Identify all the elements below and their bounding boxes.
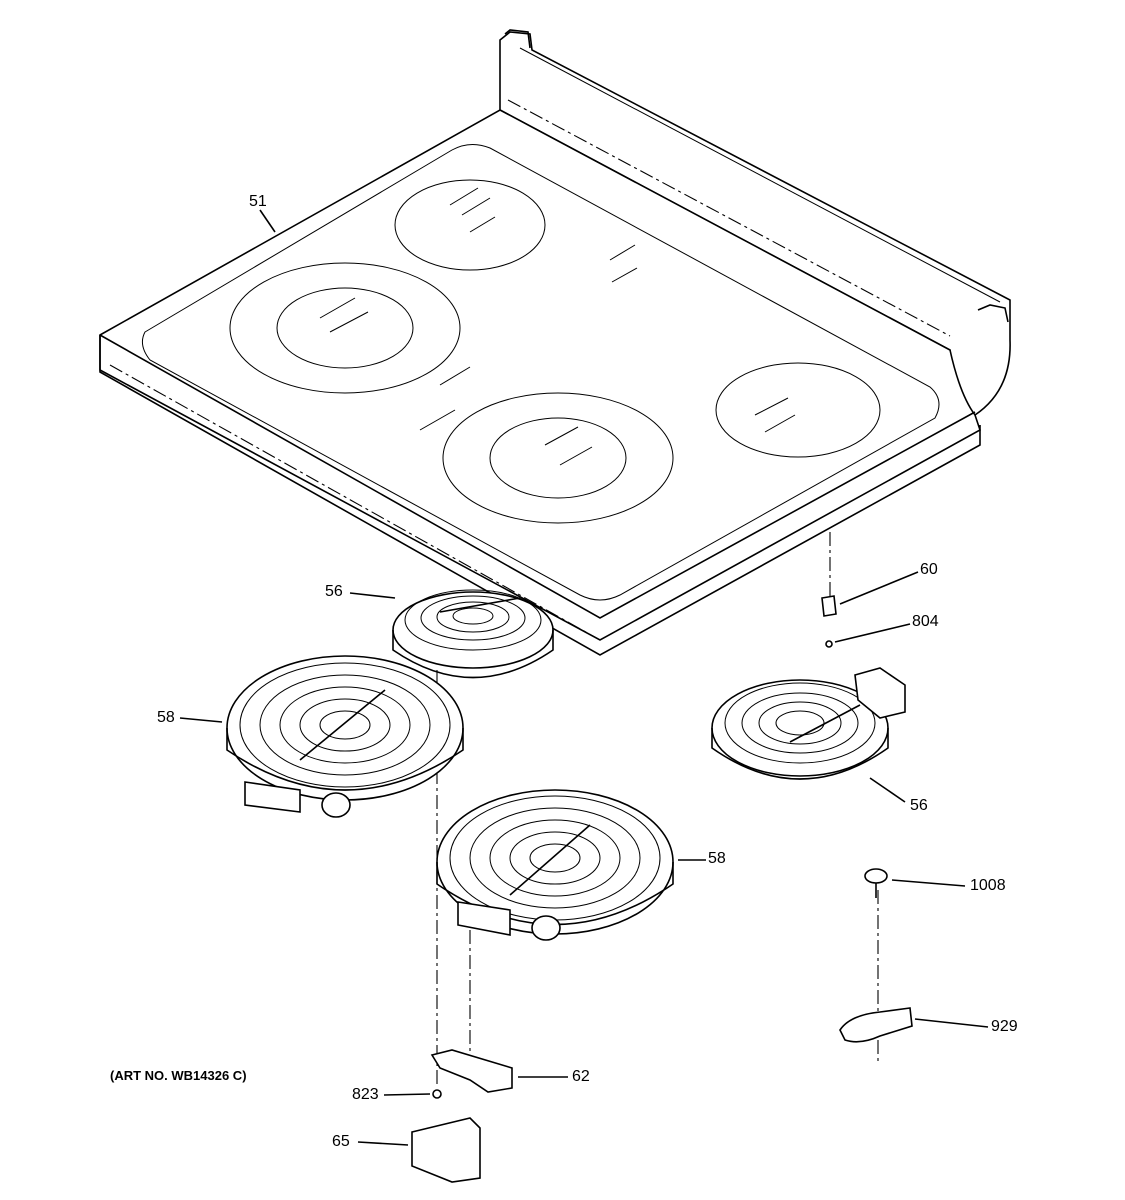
callout-56-right: 56 <box>910 797 928 814</box>
radiant-element-56-top <box>392 589 554 679</box>
art-number-label: (ART NO. WB14326 C) <box>110 1068 247 1083</box>
callout-58-left: 58 <box>157 709 175 726</box>
callout-929: 929 <box>991 1018 1018 1035</box>
callout-62: 62 <box>572 1068 590 1085</box>
radiant-element-56-right <box>711 667 906 780</box>
radiant-element-58-left <box>226 655 464 818</box>
glass-cooktop <box>99 29 1011 656</box>
callout-58-center: 58 <box>708 850 726 867</box>
callout-51: 51 <box>249 193 267 210</box>
callout-56-top: 56 <box>325 583 343 600</box>
small-parts <box>411 595 913 1183</box>
radiant-element-58-center <box>436 789 674 941</box>
callout-804: 804 <box>912 613 939 630</box>
leader-lines <box>179 209 989 1146</box>
callout-823: 823 <box>352 1086 379 1103</box>
callout-65: 65 <box>332 1133 350 1150</box>
callout-60: 60 <box>920 561 938 578</box>
callout-1008: 1008 <box>970 877 1006 894</box>
